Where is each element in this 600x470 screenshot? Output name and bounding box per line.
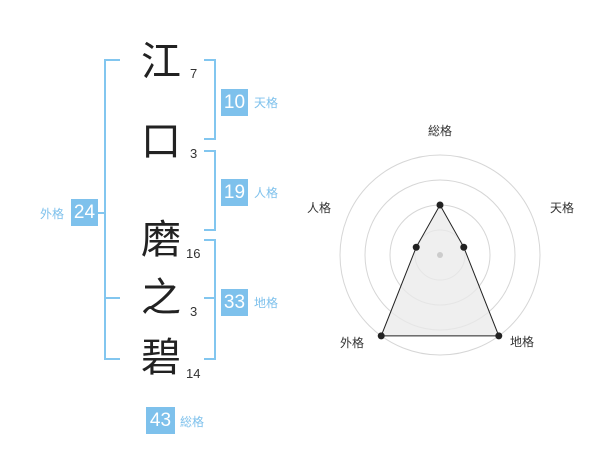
radar-point-tenkaku	[460, 243, 468, 251]
name-char-2: 口	[141, 119, 181, 165]
soukaku-badge: 43	[146, 407, 175, 434]
stroke-count-1: 7	[190, 66, 198, 81]
radar-ring-4	[339, 154, 541, 356]
jinkaku-bracket	[204, 150, 216, 231]
radar-point-chikaku	[495, 332, 503, 340]
jinkaku-label: 人格	[254, 186, 279, 200]
name-char-1: 江	[141, 39, 181, 85]
tenkaku-label: 天格	[254, 96, 279, 110]
stroke-count-2: 3	[190, 146, 198, 161]
radar-point-gaikaku	[377, 332, 385, 340]
chikaku-bracket-tick	[204, 297, 216, 299]
gaikaku-label: 外格	[40, 207, 65, 221]
stroke-count-3: 16	[186, 246, 201, 261]
radar-label-jinkaku: 人格	[307, 201, 332, 215]
chikaku-badge: 33	[221, 289, 248, 316]
chikaku-label: 地格	[254, 296, 279, 310]
gaikaku-bracket-connector	[96, 212, 106, 214]
tenkaku-bracket	[204, 59, 216, 140]
gaikaku-bracket	[104, 59, 120, 360]
stroke-count-4: 3	[190, 304, 198, 319]
radar-point-soukaku	[436, 201, 444, 209]
radar-polygon	[380, 203, 500, 337]
radar-center-dot	[437, 252, 443, 258]
radar-label-gaikaku: 外格	[340, 336, 365, 350]
name-char-4: 之	[141, 275, 181, 321]
radar-label-chikaku: 地格	[510, 335, 535, 349]
name-char-5: 碧	[141, 335, 181, 381]
radar-label-soukaku: 総格	[428, 124, 453, 138]
radar-points	[377, 201, 503, 340]
name-char-3: 磨	[141, 217, 181, 263]
gaikaku-bracket-tick	[104, 297, 120, 299]
radar-label-tenkaku: 天格	[550, 201, 575, 215]
soukaku-label: 総格	[180, 415, 205, 429]
tenkaku-badge: 10	[221, 89, 248, 116]
chikaku-bracket	[204, 239, 216, 360]
jinkaku-badge: 19	[221, 179, 248, 206]
stroke-count-5: 14	[186, 366, 201, 381]
radar-point-jinkaku	[412, 243, 420, 251]
gaikaku-badge: 24	[71, 199, 98, 226]
